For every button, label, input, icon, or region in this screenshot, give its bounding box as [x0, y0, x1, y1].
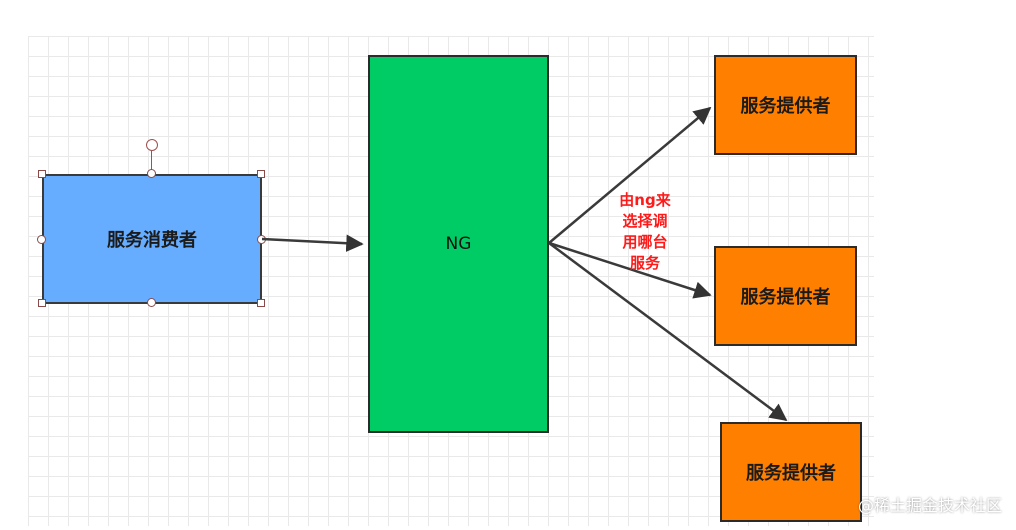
provider-label-2: 服务提供者	[740, 287, 831, 308]
ng-node[interactable]: NG	[368, 55, 549, 433]
resize-handle-right[interactable]	[257, 235, 266, 244]
resize-handle-top[interactable]	[147, 169, 156, 178]
annotation-line-1: 由ng来	[619, 191, 671, 209]
provider-node-2[interactable]: 服务提供者	[714, 246, 857, 346]
resize-handle-bottom-right[interactable]	[257, 299, 265, 307]
ng-label: NG	[445, 234, 472, 254]
routing-annotation: 由ng来 选择调 用哪台 服务	[610, 190, 680, 274]
annotation-line-3: 用哪台	[622, 233, 668, 251]
resize-handle-top-left[interactable]	[38, 170, 46, 178]
consumer-node[interactable]: 服务消费者	[42, 174, 262, 304]
provider-node-3[interactable]: 服务提供者	[720, 422, 862, 522]
provider-label-1: 服务提供者	[740, 96, 831, 117]
provider-node-1[interactable]: 服务提供者	[714, 55, 857, 155]
annotation-line-4: 服务	[629, 254, 660, 272]
annotation-line-2: 选择调	[622, 212, 668, 230]
resize-handle-left[interactable]	[37, 235, 46, 244]
resize-handle-top-right[interactable]	[257, 170, 265, 178]
consumer-label: 服务消费者	[107, 230, 197, 251]
rotation-handle[interactable]	[146, 139, 158, 151]
provider-label-3: 服务提供者	[746, 463, 836, 484]
resize-handle-bottom[interactable]	[147, 298, 156, 307]
resize-handle-bottom-left[interactable]	[38, 299, 46, 307]
rotation-connector	[151, 151, 152, 173]
watermark: @稀土掘金技术社区	[857, 496, 1002, 515]
